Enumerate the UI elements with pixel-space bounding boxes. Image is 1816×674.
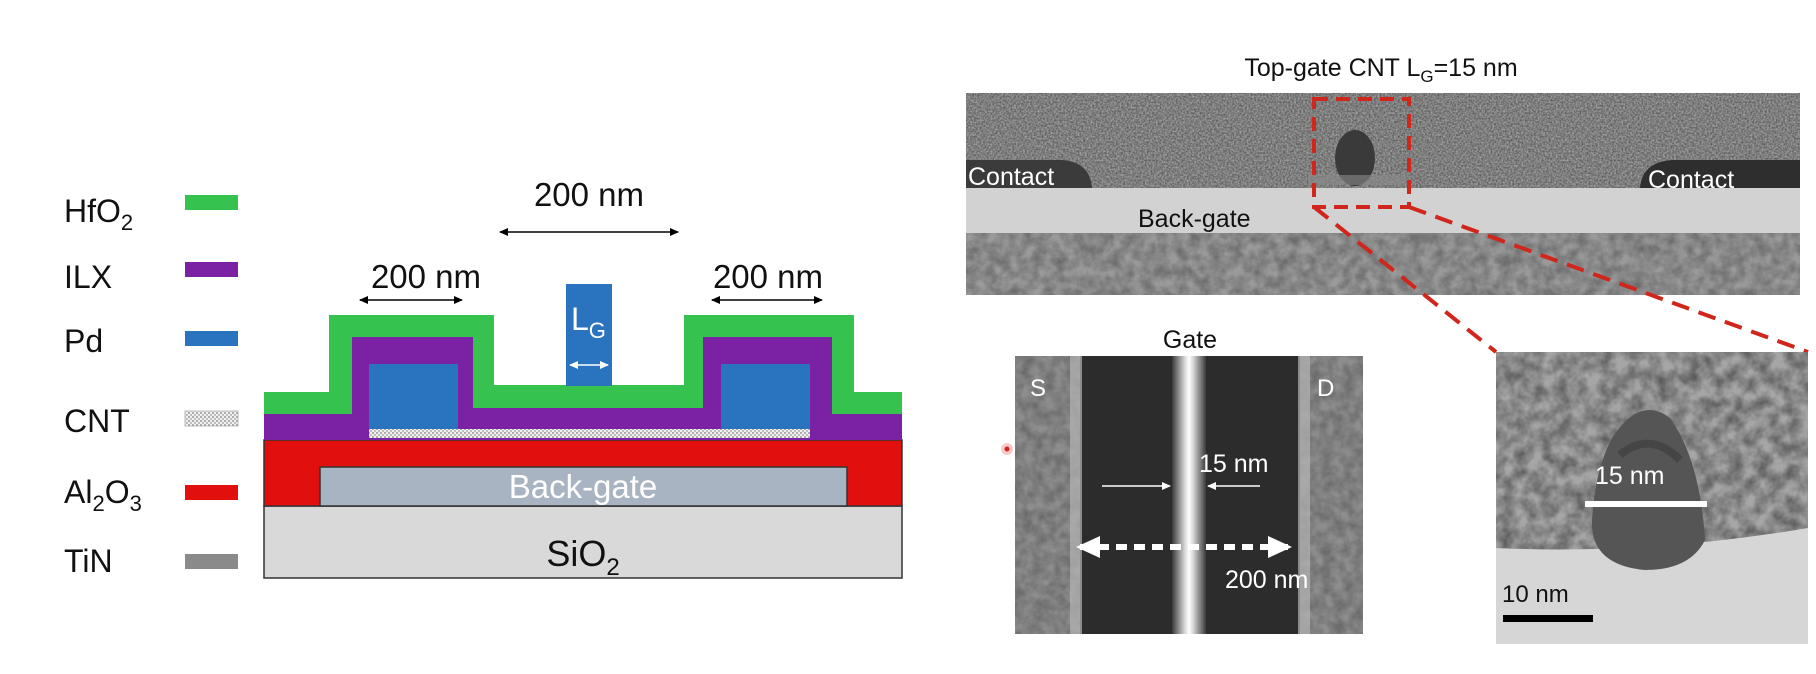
legend-item-ilx: ILX bbox=[64, 259, 238, 295]
tem-zoom-image: 15 nm 10 nm bbox=[1496, 352, 1808, 644]
legend-label-pd: Pd bbox=[64, 323, 103, 359]
svg-text:Top-gate CNT LG=15 nm: Top-gate CNT LG=15 nm bbox=[1244, 54, 1517, 86]
svg-text:LG: LG bbox=[571, 301, 606, 343]
legend-suffix-o: O bbox=[105, 474, 130, 510]
sem-channel-length-label: 200 nm bbox=[1225, 566, 1308, 594]
tem-callout-box bbox=[1312, 97, 1411, 209]
tem-title-sub: G bbox=[1420, 67, 1433, 86]
substrate-sub: 2 bbox=[606, 554, 619, 581]
pd-source-contact bbox=[369, 364, 458, 429]
tem-zoom-scale-bar bbox=[1503, 615, 1593, 622]
sem-gate-title: Gate bbox=[1163, 326, 1217, 354]
tem-title: Top-gate CNT L bbox=[1244, 54, 1420, 82]
sem-gate-width-label: 15 nm bbox=[1199, 450, 1268, 478]
right-dimension-label: 200 nm bbox=[713, 258, 823, 295]
legend-swatch-tin bbox=[185, 554, 238, 569]
callout-line-right bbox=[1408, 205, 1809, 354]
legend-item-tin: TiN bbox=[64, 543, 238, 579]
legend-label-hfo2: HfO bbox=[64, 193, 121, 229]
substrate-label: SiO bbox=[546, 533, 606, 574]
tem-back-gate-label: Back-gate bbox=[1138, 205, 1251, 233]
legend-label-al: Al bbox=[64, 474, 92, 510]
legend-swatch-hfo2 bbox=[185, 195, 238, 210]
sio2-substrate bbox=[263, 505, 903, 579]
tem-right-contact bbox=[1640, 160, 1800, 188]
legend-swatch-al2o3 bbox=[185, 485, 238, 500]
legend-label-ilx: ILX bbox=[64, 259, 112, 295]
pd-top-gate bbox=[566, 284, 612, 386]
sem-channel-right bbox=[1196, 356, 1300, 634]
gate-length-sub: G bbox=[589, 318, 606, 343]
legend-sub-hfo2: 2 bbox=[121, 210, 133, 235]
material-legend: HfO2 ILX Pd CNT Al2O3 TiN bbox=[64, 193, 239, 579]
sem-gate-line bbox=[1172, 356, 1206, 634]
legend-sub-al: 2 bbox=[92, 491, 104, 516]
legend-swatch-ilx bbox=[185, 262, 238, 277]
legend-item-hfo2: HfO2 bbox=[64, 193, 238, 235]
legend-swatch-cnt bbox=[184, 410, 239, 427]
sem-source-label: S bbox=[1030, 375, 1046, 402]
cnt-channel bbox=[369, 429, 810, 438]
tem-gate-blob bbox=[1335, 130, 1375, 186]
legend-label-tin: TiN bbox=[64, 543, 113, 579]
tem-zoom-scale-label: 10 nm bbox=[1502, 581, 1569, 608]
tem-contact-left-label: Contact bbox=[968, 163, 1054, 191]
tem-title-suffix: =15 nm bbox=[1434, 54, 1518, 82]
sem-channel-left bbox=[1080, 356, 1182, 634]
device-cross-section: LG Back-gate SiO2 200 nm 200 nm 200 nm bbox=[263, 176, 903, 581]
legend-swatch-pd bbox=[185, 331, 238, 346]
left-dimension-label: 200 nm bbox=[371, 258, 481, 295]
legend-item-cnt: CNT bbox=[64, 403, 239, 439]
svg-text:Al2O3: Al2O3 bbox=[64, 474, 142, 516]
callout-line-left bbox=[1312, 205, 1498, 354]
back-gate-label: Back-gate bbox=[509, 468, 658, 505]
back-gate-electrode bbox=[319, 466, 848, 507]
sem-top-view-image: Gate S D 15 nm 200 nm bbox=[1015, 326, 1363, 634]
tem-cross-section-image: Top-gate CNT LG=15 nm Contact Contact Ba… bbox=[966, 54, 1800, 295]
legend-label-cnt: CNT bbox=[64, 403, 130, 439]
tem-left-contact bbox=[966, 160, 1092, 188]
red-marker-dot bbox=[1001, 443, 1013, 455]
gate-length-label: L bbox=[571, 301, 589, 337]
top-dimension-label: 200 nm bbox=[534, 176, 644, 213]
tem-zoom-width-label: 15 nm bbox=[1595, 462, 1664, 490]
legend-sub-o: 3 bbox=[130, 491, 142, 516]
tem-contact-right-label: Contact bbox=[1648, 166, 1734, 194]
pd-drain-contact bbox=[721, 364, 810, 429]
svg-text:SiO2: SiO2 bbox=[546, 533, 619, 581]
legend-item-pd: Pd bbox=[64, 323, 238, 359]
sem-drain-label: D bbox=[1317, 375, 1334, 402]
svg-text:HfO2: HfO2 bbox=[64, 193, 133, 235]
legend-item-al2o3: Al2O3 bbox=[64, 474, 238, 516]
